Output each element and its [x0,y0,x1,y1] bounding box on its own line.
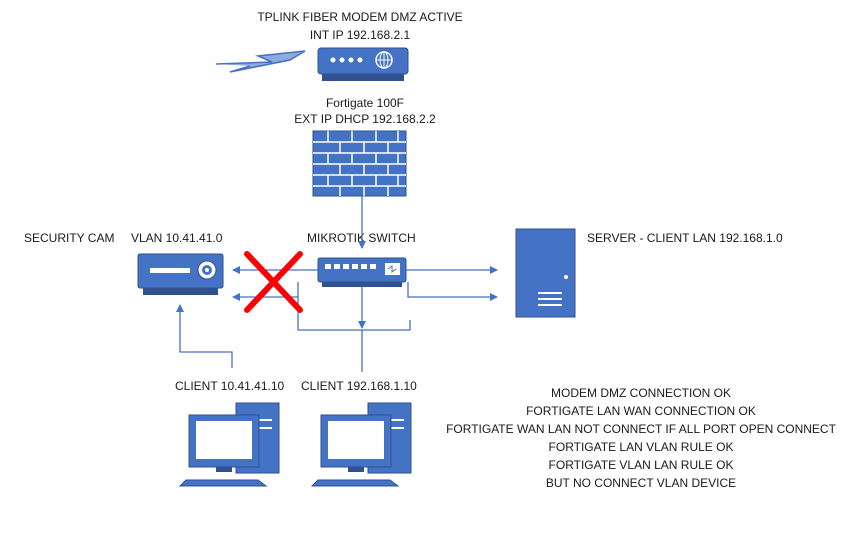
desktop-computer-icon [310,402,412,487]
server-icon [515,228,576,318]
switch-title: MIKROTIK SWITCH [307,231,416,245]
red-x-blocked-icon [244,251,303,313]
modem-title: TPLINK FIBER MODEM DMZ ACTIVE [257,10,463,24]
status-note-5: FORTIGATE VLAN LAN RULE OK [548,458,734,472]
status-note-6: BUT NO CONNECT VLAN DEVICE [545,476,737,490]
modem-ip: INT IP 192.168.2.1 [309,28,411,42]
firewall-icon [312,130,407,197]
desktop-computer-icon [178,402,280,487]
status-note-4: FORTIGATE LAN VLAN RULE OK [548,440,734,454]
status-note-3: FORTIGATE WAN LAN NOT CONNECT IF ALL POR… [446,422,836,436]
security-cam-title: SECURITY CAM [24,231,115,245]
firewall-ip: EXT IP DHCP 192.168.2.2 [294,112,436,126]
firewall-title: Fortigate 100F [325,96,405,110]
client-2-title: CLIENT 192.168.1.10 [301,379,417,393]
connectors [176,266,498,372]
server-title: SERVER - CLIENT LAN 192.168.1.0 [587,231,783,245]
status-note-1: MODEM DMZ CONNECTION OK [551,386,731,400]
security-camera-icon [137,253,224,295]
status-note-2: FORTIGATE LAN WAN CONNECTION OK [526,404,756,418]
client-1-title: CLIENT 10.41.41.10 [175,379,285,393]
modem-icon [317,47,409,81]
security-cam-vlan: VLAN 10.41.41.0 [131,231,223,245]
network-switch-icon [317,257,407,287]
wireless-link-icon [215,50,306,73]
